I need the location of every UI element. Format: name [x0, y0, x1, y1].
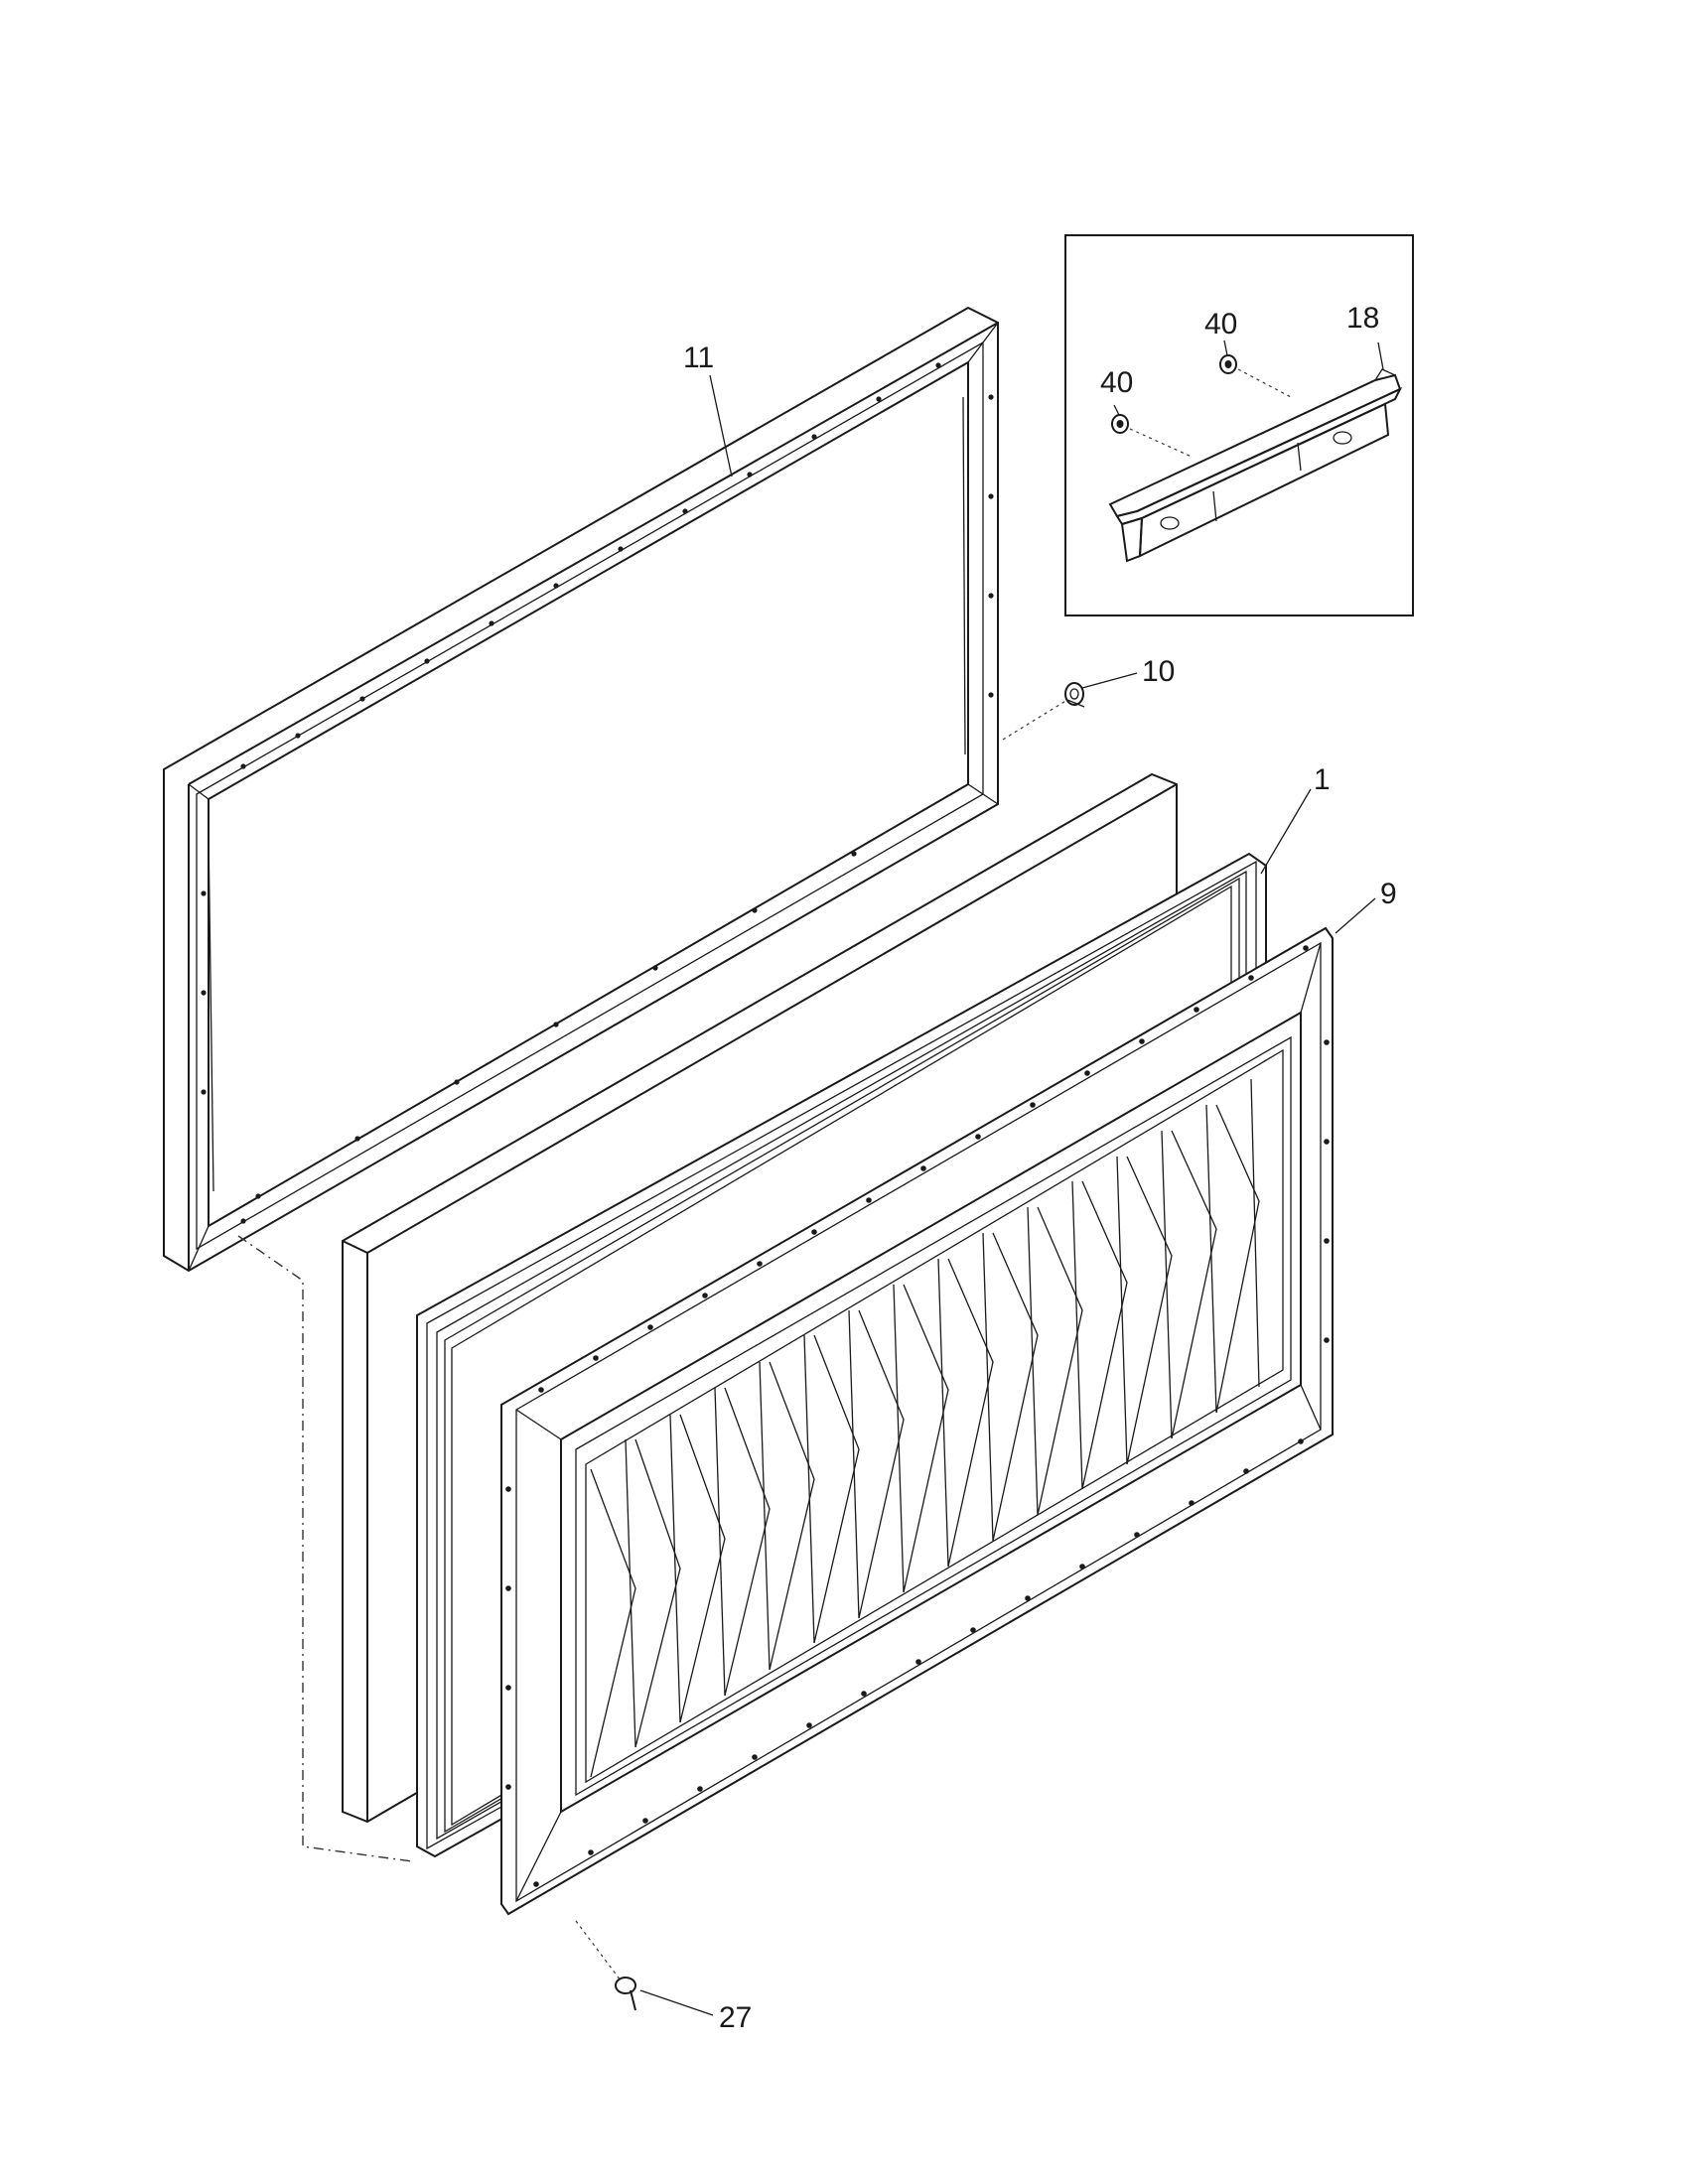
handle-part-18: [1108, 368, 1403, 563]
screw-part-27: [615, 1977, 636, 2011]
inner-liner-part-9: [500, 926, 1334, 1916]
nut-40-left: [1111, 414, 1129, 434]
frame-holes: [201, 362, 994, 1224]
bumper-part-10: [1064, 682, 1085, 708]
door-frame-part-11: [163, 306, 999, 1273]
liner-facets: [590, 1104, 1260, 1778]
callout-10: 10: [1142, 655, 1175, 688]
callout-9: 9: [1380, 878, 1397, 910]
handle-detail-inset: [1064, 234, 1414, 616]
callout-27: 27: [719, 2001, 752, 2034]
callout-40-left: 40: [1100, 366, 1133, 399]
callout-1: 1: [1314, 763, 1331, 796]
callout-40-right: 40: [1204, 308, 1237, 341]
liner-holes: [505, 945, 1330, 1887]
callout-18: 18: [1346, 302, 1379, 335]
callout-11: 11: [683, 341, 714, 374]
nut-40-right: [1219, 354, 1237, 374]
